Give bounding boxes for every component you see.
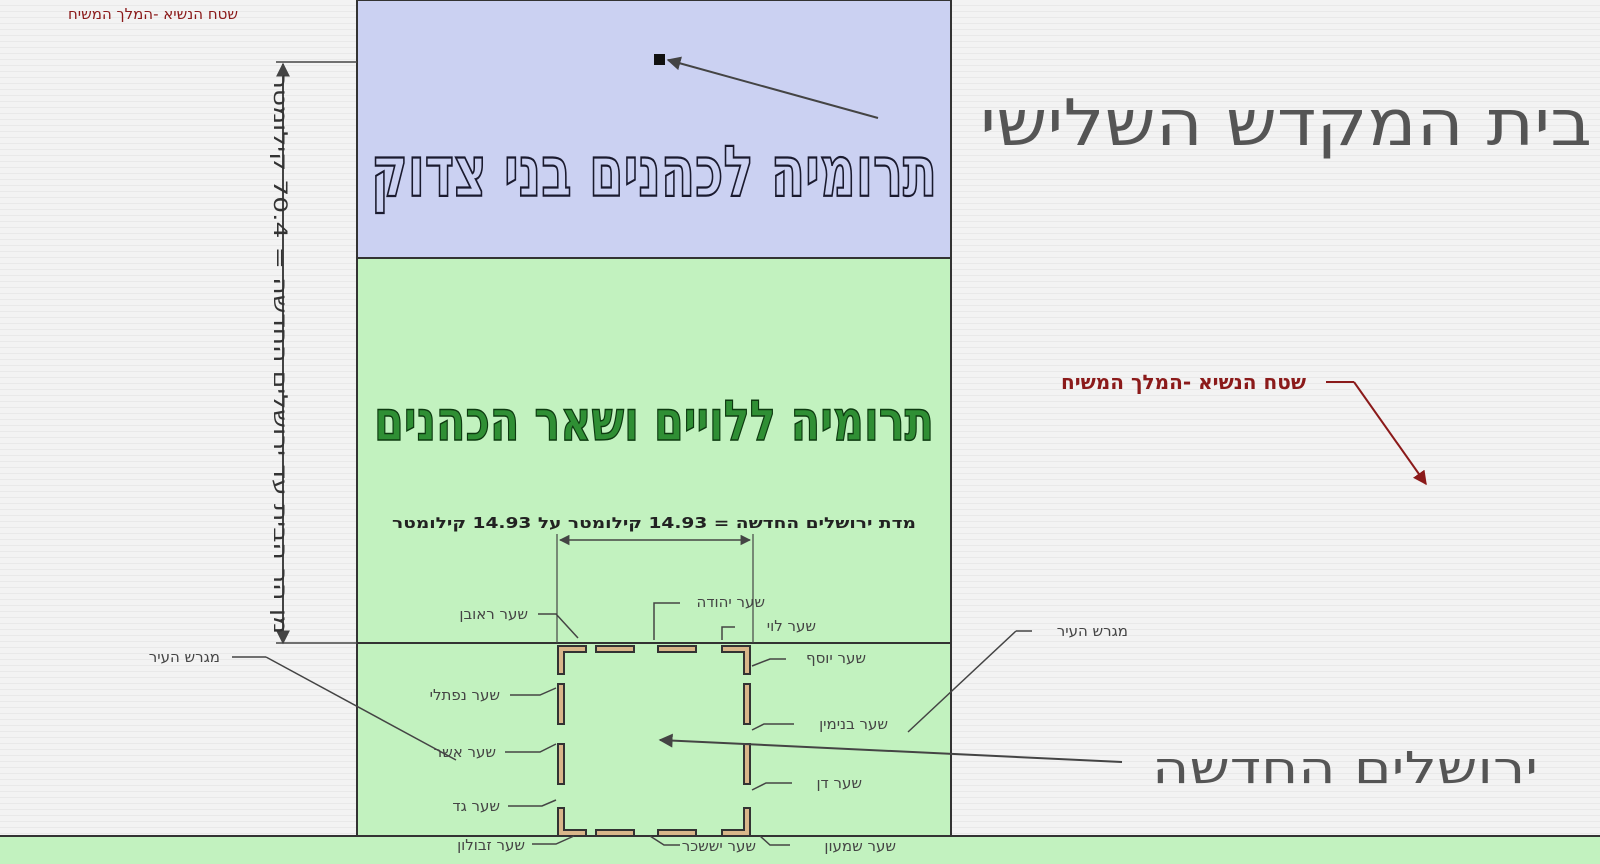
wall-corner-bottom-left	[557, 807, 587, 837]
gate-label-dan: שער דן	[816, 774, 862, 792]
bottom-strip	[0, 836, 1600, 864]
new-jerusalem-arrow	[658, 733, 1123, 763]
gate-label-binyamin: שער בנימין	[819, 715, 888, 733]
gate-label-gad: שער גד	[452, 797, 500, 815]
leader-yehuda	[653, 602, 680, 640]
wall-right-1	[743, 683, 751, 725]
wall-corner-top-right	[721, 645, 751, 675]
city-pasture-left-diagonal	[265, 656, 457, 761]
city-measure-label: מדת ירושלים החדשה = 14.93 קילומטר על 14.…	[392, 514, 916, 532]
leader-dan	[751, 782, 792, 791]
zadok-area	[356, 0, 952, 259]
leader-binyamin	[751, 723, 794, 731]
wall-right-2	[743, 743, 751, 785]
temple-marker	[654, 54, 665, 65]
wall-left-1	[557, 683, 565, 725]
wall-top-2	[657, 645, 697, 653]
prince-arrow-diagonal	[1353, 381, 1427, 486]
gate-label-shimon: שער שמעון	[824, 837, 896, 855]
gate-label-asher: שער אשר	[434, 743, 496, 761]
gate-label-levi: שער לוי	[767, 617, 816, 635]
city-pasture-right-label: מגרש העיר	[1057, 622, 1128, 640]
corner-label: שטח הנשיא -המלך המשיח	[68, 5, 238, 23]
city-pasture-left-label: מגרש העיר	[149, 648, 220, 666]
new-jerusalem-label: ירושלים החדשה	[1152, 743, 1538, 794]
leader-yosef	[751, 658, 786, 667]
levites-area-label: תרומיה ללויים ושאר הכהנים	[374, 389, 934, 454]
prince-label: שטח הנשיא -המלך המשיח	[1061, 370, 1306, 394]
city-walls	[557, 645, 751, 837]
city-pasture-right-diagonal	[907, 630, 1017, 733]
gate-label-yosef: שער יוסף	[806, 649, 866, 667]
leader-zevulun	[532, 835, 575, 845]
leader-reuven	[538, 613, 579, 639]
gate-leaders	[505, 602, 794, 846]
gate-label-zevulun: שער זבולון	[457, 836, 525, 854]
leader-gad	[508, 799, 557, 807]
main-title: בית המקדש השלישי	[980, 87, 1592, 161]
leader-levi	[721, 626, 735, 640]
wall-corner-bottom-right	[721, 807, 751, 837]
leader-shimon	[759, 835, 790, 846]
gate-label-yissachar: שער יששכר	[682, 837, 756, 855]
leader-asher	[505, 743, 557, 753]
gate-label-reuven: שער ראובן	[459, 605, 528, 623]
wall-bottom-2	[657, 829, 697, 837]
gate-label-yehuda: שער יהודה	[697, 593, 765, 611]
vertical-measure-label: מן הר הבית עד ירושלים החדשה = 70.4 קילומ…	[269, 74, 291, 634]
temple-arrow	[666, 56, 879, 119]
wall-corner-top-left	[557, 645, 587, 675]
wall-top-1	[595, 645, 635, 653]
city-area	[356, 642, 952, 837]
zadok-area-label: תרומיה לכהנים בני צדוק	[371, 131, 937, 213]
leader-naftali	[510, 687, 557, 696]
wall-bottom-1	[595, 829, 635, 837]
leader-yissachar	[649, 835, 680, 846]
gate-label-naftali: שער נפתלי	[430, 686, 500, 704]
wall-left-2	[557, 743, 565, 785]
